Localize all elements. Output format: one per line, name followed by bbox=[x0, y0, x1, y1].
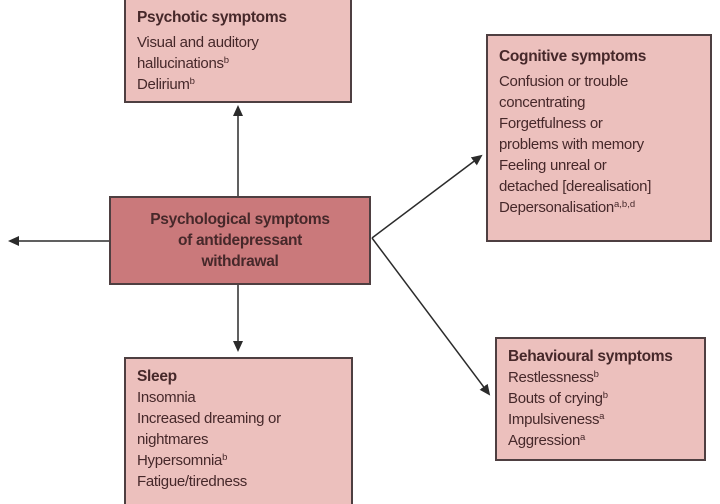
symptom-line: of antidepressant bbox=[177, 232, 303, 249]
symptom-line: detached [derealisation] bbox=[499, 178, 652, 195]
symptom-line: Hypersomniab bbox=[137, 452, 228, 469]
box-psychotic-symptoms: Psychotic symptoms Visual and auditory ha… bbox=[124, 0, 352, 103]
footnote-marker: b bbox=[189, 76, 195, 87]
footnote-marker: b bbox=[602, 390, 609, 401]
symptom-line: Confusion or trouble bbox=[499, 73, 629, 90]
box-central-psychological-symptoms: Psychological symptoms of antidepressant w… bbox=[109, 196, 371, 285]
symptom-line: Restlessnessb bbox=[508, 369, 599, 386]
footnote-marker: a bbox=[599, 411, 605, 422]
symptom-line: Fatigue/tiredness bbox=[137, 473, 247, 490]
symptom-line: Increased dreaming or bbox=[137, 410, 281, 427]
footnote-marker: a bbox=[580, 432, 586, 443]
symptom-line: withdrawal bbox=[201, 253, 279, 270]
footnote-marker: b bbox=[593, 369, 599, 380]
symptom-line: Bouts of cryingb bbox=[508, 390, 609, 407]
symptom-line: Psychological symptoms bbox=[150, 211, 330, 228]
footnote-marker: b bbox=[223, 55, 229, 66]
footnote-marker: a,b,d bbox=[613, 199, 636, 210]
symptom-line: Forgetfulness or bbox=[499, 115, 603, 132]
symptom-line: nightmares bbox=[137, 431, 209, 448]
symptom-line: hallucinationsb bbox=[137, 55, 229, 72]
symptom-line: Aggressiona bbox=[508, 432, 586, 449]
arrow-to-behavioural-icon bbox=[371, 237, 491, 396]
symptom-line: problems with memory bbox=[499, 136, 644, 153]
symptom-line: Depersonalisationa,b,d bbox=[499, 199, 636, 216]
symptom-line: Impulsivenessa bbox=[508, 411, 605, 428]
box-title: Sleep bbox=[137, 368, 177, 385]
symptom-line: Deliriumb bbox=[137, 76, 195, 93]
symptom-line: Insomnia bbox=[137, 389, 196, 406]
arrow-to-cognitive-icon bbox=[371, 154, 483, 239]
symptom-line: Feeling unreal or bbox=[499, 157, 607, 174]
central-box-text: Psychological symptoms of antidepressant w… bbox=[111, 209, 369, 272]
symptom-line: Visual and auditory bbox=[137, 34, 259, 51]
box-title: Cognitive symptoms bbox=[499, 48, 647, 65]
symptom-line: concentrating bbox=[499, 94, 586, 111]
box-cognitive-symptoms: Cognitive symptoms Confusion or trouble c… bbox=[486, 34, 712, 242]
box-title: Psychotic symptoms bbox=[137, 9, 287, 26]
box-title: Behavioural symptoms bbox=[508, 348, 673, 365]
footnote-marker: b bbox=[222, 452, 228, 463]
